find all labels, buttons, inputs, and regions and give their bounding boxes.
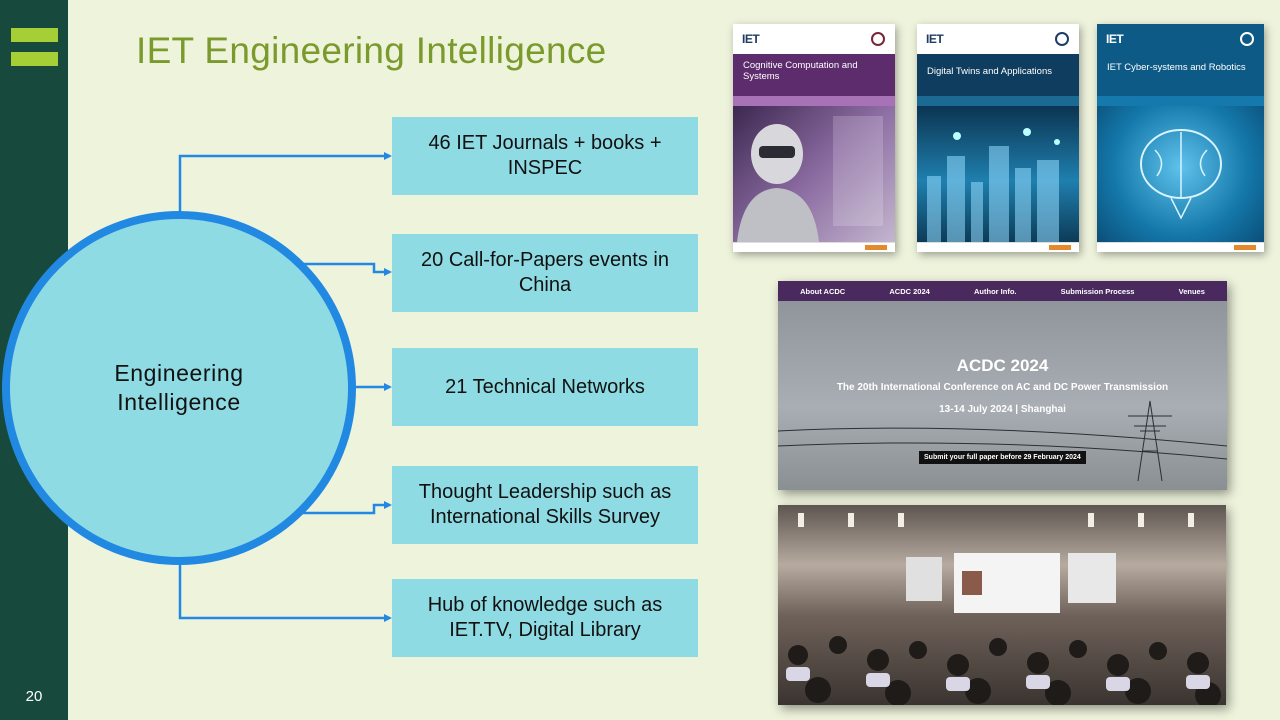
nav-item-author-info[interactable]: Author Info. bbox=[974, 286, 1017, 296]
item-text: Hub of knowledge such as IET.TV, Digital… bbox=[427, 594, 663, 641]
audience-illustration bbox=[786, 513, 1221, 705]
journal-title: IET Cyber-systems and Robotics bbox=[1097, 54, 1264, 96]
nav-item-venues[interactable]: Venues bbox=[1178, 286, 1205, 296]
item-box-knowledge-hub: Hub of knowledge such as IET.TV, Digital… bbox=[392, 579, 698, 657]
brain-illustration bbox=[1097, 106, 1264, 242]
item-text: 20 Call-for-Papers events in China bbox=[421, 249, 669, 296]
iet-logo: IET bbox=[742, 32, 760, 46]
item-text: 46 IET Journals + books + INSPEC bbox=[428, 132, 662, 179]
robot-icon bbox=[737, 116, 883, 242]
connector-1 bbox=[178, 152, 392, 215]
nav-item-about[interactable]: About ACDC bbox=[800, 286, 846, 296]
item-box-technical-networks: 21 Technical Networks bbox=[392, 348, 698, 426]
university-seal-icon bbox=[1055, 32, 1069, 46]
journal-cover-digital-twins: IET Digital Twins and Applications bbox=[917, 24, 1079, 252]
conference-hall-photo bbox=[778, 505, 1226, 705]
item-text: Thought Leadership such as International… bbox=[418, 481, 672, 528]
brain-icon bbox=[1140, 129, 1222, 220]
digital-city-illustration bbox=[917, 106, 1079, 242]
journal-cover-cognitive-computation: IET Cognitive Computation and Systems bbox=[733, 24, 895, 252]
city-skyline-icon bbox=[927, 128, 1060, 242]
item-text: 21 Technical Networks bbox=[445, 375, 645, 398]
connector-2 bbox=[300, 262, 392, 276]
conference-title: ACDC 2024 bbox=[956, 356, 1049, 375]
university-seal-icon bbox=[871, 32, 885, 46]
nav-item-submission[interactable]: Submission Process bbox=[1060, 286, 1135, 296]
iet-logo: IET bbox=[926, 32, 944, 46]
journal-title: Digital Twins and Applications bbox=[917, 54, 1079, 96]
journal-title: Cognitive Computation and Systems bbox=[733, 54, 895, 96]
hub-label: Engineering Intelligence bbox=[114, 360, 244, 415]
iet-logo: IET bbox=[1106, 32, 1124, 46]
item-box-call-for-papers: 20 Call-for-Papers events in China bbox=[392, 234, 698, 312]
university-seal-icon bbox=[1240, 32, 1254, 46]
slide-number: 20 bbox=[25, 688, 43, 705]
connector-5 bbox=[178, 560, 392, 622]
submit-paper-banner[interactable]: Submit your full paper before 29 Februar… bbox=[919, 451, 1086, 464]
menu-icon-bar-bottom bbox=[11, 52, 58, 66]
conference-nav: About ACDC ACDC 2024 Author Info. Submis… bbox=[778, 281, 1227, 301]
acdc-conference-banner: About ACDC ACDC 2024 Author Info. Submis… bbox=[778, 281, 1227, 490]
power-tower-icon bbox=[778, 400, 1227, 482]
engineering-intelligence-hub: Engineering Intelligence bbox=[2, 211, 356, 565]
conference-subtitle: The 20th International Conference on AC … bbox=[836, 382, 1169, 393]
item-box-thought-leadership: Thought Leadership such as International… bbox=[392, 466, 698, 544]
menu-icon-bar-top bbox=[11, 28, 58, 42]
item-box-journals: 46 IET Journals + books + INSPEC bbox=[392, 117, 698, 195]
nav-item-acdc-2024[interactable]: ACDC 2024 bbox=[889, 286, 930, 296]
robot-illustration bbox=[733, 106, 895, 242]
conference-date: 13-14 July 2024 | Shanghai bbox=[939, 404, 1066, 415]
connector-4 bbox=[300, 501, 392, 515]
journal-cover-cyber-systems-robotics: IET IET Cyber-systems and Robotics bbox=[1097, 24, 1264, 252]
slide-title: IET Engineering Intelligence bbox=[136, 30, 607, 71]
